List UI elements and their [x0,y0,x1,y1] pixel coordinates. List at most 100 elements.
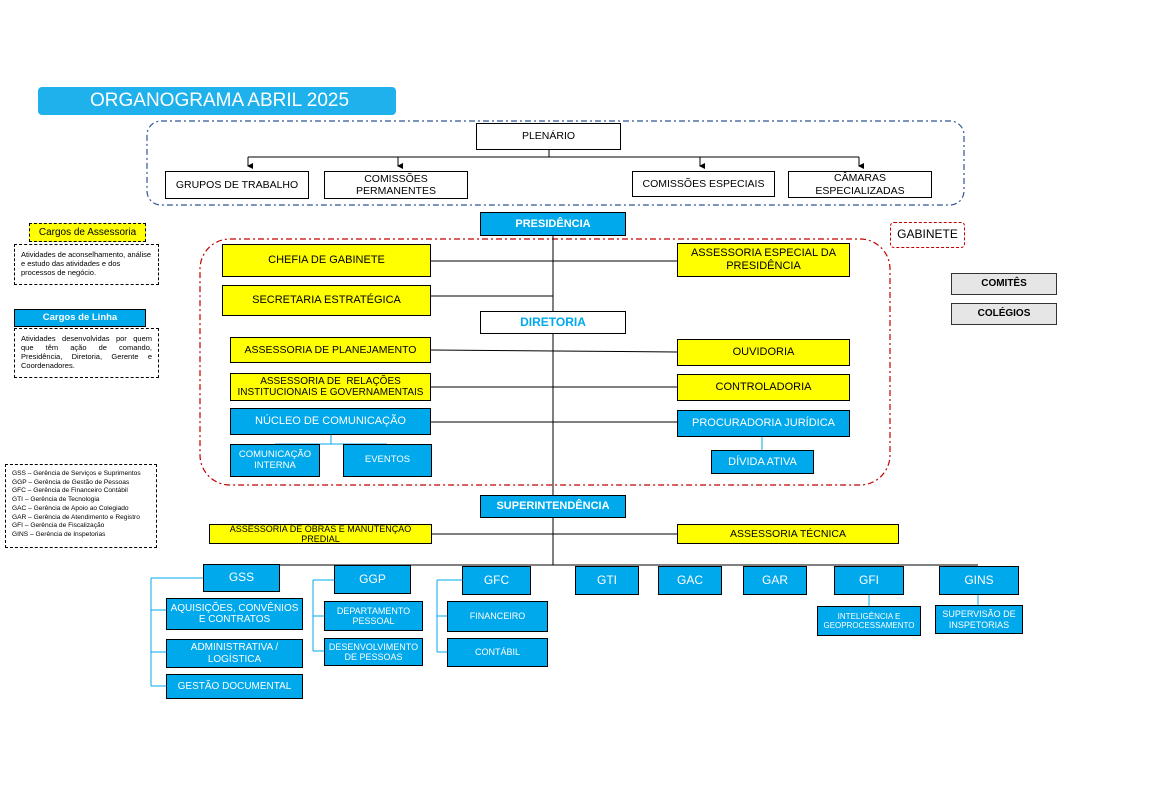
secretaria-estrategica-box[interactable]: SECRETARIA ESTRATÉGICA [222,285,431,316]
abbr-gfc: GFC – Gerência de Financeiro Contábil [12,487,128,495]
gabinete-label: GABINETE [897,227,958,242]
secretaria-estrategica-label: SECRETARIA ESTRATÉGICA [252,294,401,307]
comites-label: COMITÊS [981,278,1027,290]
gfc-box[interactable]: GFC [462,566,531,595]
assessoria-obras-label: ASSESSORIA DE OBRAS E MANUTENÇÃO PREDIAL [229,523,412,544]
plenario-label: PLENÁRIO [521,130,576,143]
comissoes-permanentes-box[interactable]: COMISSÕES PERMANENTES [324,171,468,199]
procuradoria-juridica-box[interactable]: PROCURADORIA JURÍDICA [677,410,850,437]
gestao-documental-label: GESTÃO DOCUMENTAL [177,680,292,692]
comites-box[interactable]: COMITÊS [951,273,1057,295]
gac-box[interactable]: GAC [658,566,722,595]
superintendencia-box[interactable]: SUPERINTENDÊNCIA [480,495,626,518]
financeiro-box[interactable]: FINANCEIRO [447,601,548,632]
assessoria-relacoes-label: ASSESSORIA DE RELAÇÕES INSTITUCIONAIS E … [237,375,424,399]
controladoria-box[interactable]: CONTROLADORIA [677,374,850,401]
gabinete-group-outline [199,238,891,486]
abbr-gfi: GFI – Gerência de Fiscalização [12,522,105,530]
gins-box[interactable]: GINS [939,566,1019,595]
ggp-label: GGP [359,571,386,586]
ggp-box[interactable]: GGP [334,565,411,594]
presidencia-label: PRESIDÊNCIA [515,217,591,230]
gti-label: GTI [597,572,617,587]
desenvolvimento-pessoas-label: DESENVOLVIMENTO DE PESSOAS [328,641,419,662]
legend-linha-title: Cargos de Linha [14,309,146,327]
assessoria-especial-label: ASSESSORIA ESPECIAL DA PRESIDÊNCIA [690,247,837,272]
chefia-de-gabinete-label: CHEFIA DE GABINETE [268,254,385,267]
plenario-box[interactable]: PLENÁRIO [476,123,621,150]
assessoria-planejamento-label: ASSESSORIA DE PLANEJAMENTO [244,343,417,356]
inteligencia-label: INTELIGÊNCIA E GEOPROCESSAMENTO [823,611,915,630]
gfc-label: GFC [483,572,510,587]
page-title: ORGANOGRAMA ABRIL 2025 [90,90,350,111]
abbr-gss: GSS – Gerência de Serviços e Suprimentos [12,470,141,477]
abbr-gti: GTI – Gerência de Tecnologia [12,496,100,504]
comissoes-especiais-box[interactable]: COMISSÕES ESPECIAIS [632,171,775,197]
superintendencia-label: SUPERINTENDÊNCIA [496,500,610,513]
presidencia-box[interactable]: PRESIDÊNCIA [480,212,626,236]
gac-label: GAC [676,572,703,587]
legend-assessoria-desc-text: Atividades de aconselhamento, análise e … [21,250,152,277]
gss-box[interactable]: GSS [203,564,280,592]
legend-assessoria-desc: Atividades de aconselhamento, análise e … [14,244,159,285]
gar-label: GAR [761,572,788,587]
chefia-de-gabinete-box[interactable]: CHEFIA DE GABINETE [222,244,431,277]
assessoria-tecnica-label: ASSESSORIA TÉCNICA [730,527,846,540]
assessoria-obras-box[interactable]: ASSESSORIA DE OBRAS E MANUTENÇÃO PREDIAL [209,524,432,544]
legend-abbreviations: GSS – Gerência de Serviços e Suprimentos… [5,464,157,548]
ouvidoria-label: OUVIDORIA [732,346,795,359]
eventos-box[interactable]: EVENTOS [343,444,432,477]
departamento-pessoal-label: DEPARTAMENTO PESSOAL [336,605,411,626]
contabil-label: CONTÁBIL [474,647,520,658]
administrativa-label: ADMINISTRATIVA / LOGÍSTICA [190,642,279,665]
grupos-de-trabalho-label: GRUPOS DE TRABALHO [175,178,299,191]
administrativa-box[interactable]: ADMINISTRATIVA / LOGÍSTICA [166,639,303,668]
grupos-de-trabalho-box[interactable]: GRUPOS DE TRABALHO [165,171,309,199]
legend-assessoria-title-text: Cargos de Assessoria [38,226,137,238]
abbr-gins: GINS – Gerência de Inspetorias [12,530,106,538]
gestao-documental-box[interactable]: GESTÃO DOCUMENTAL [166,674,303,699]
title-banner: ORGANOGRAMA ABRIL 2025 [38,87,396,115]
assessoria-relacoes-box[interactable]: ASSESSORIA DE RELAÇÕES INSTITUCIONAIS E … [230,373,431,401]
supervisao-inspetorias-label: SUPERVISÃO DE INSPETORIAS [942,609,1016,630]
divida-ativa-label: DÍVIDA ATIVA [728,455,797,468]
assessoria-tecnica-box[interactable]: ASSESSORIA TÉCNICA [677,524,899,544]
camaras-especializadas-label: CÂMARAS ESPECIALIZADAS [815,172,905,197]
camaras-especializadas-box[interactable]: CÂMARAS ESPECIALIZADAS [788,171,932,198]
abbr-gac: GAC – Gerência de Apoio ao Colegiado [12,504,129,512]
abbr-ggp: GGP – Gerência de Gestão de Pessoas [12,478,130,486]
departamento-pessoal-box[interactable]: DEPARTAMENTO PESSOAL [324,601,423,631]
aquisicoes-box[interactable]: AQUISIÇÕES, CONVÊNIOS E CONTRATOS [166,598,303,630]
aquisicoes-label: AQUISIÇÕES, CONVÊNIOS E CONTRATOS [170,602,299,626]
comissoes-permanentes-label: COMISSÕES PERMANENTES [356,172,436,197]
gar-box[interactable]: GAR [743,566,807,595]
contabil-box[interactable]: CONTÁBIL [447,638,548,667]
divida-ativa-box[interactable]: DÍVIDA ATIVA [711,450,814,474]
assessoria-especial-box[interactable]: ASSESSORIA ESPECIAL DA PRESIDÊNCIA [677,243,850,277]
nucleo-comunicacao-box[interactable]: NÚCLEO DE COMUNICAÇÃO [230,408,431,435]
gss-label: GSS [228,570,255,585]
financeiro-label: FINANCEIRO [469,611,526,622]
gabinete-label-box: GABINETE [890,222,965,248]
colegios-label: COLÉGIOS [977,308,1031,320]
legend-assessoria-title: Cargos de Assessoria [29,223,146,242]
controladoria-label: CONTROLADORIA [715,381,812,394]
desenvolvimento-pessoas-box[interactable]: DESENVOLVIMENTO DE PESSOAS [324,638,423,666]
inteligencia-box[interactable]: INTELIGÊNCIA E GEOPROCESSAMENTO [817,606,921,636]
plenario-group-outline [146,120,965,206]
ouvidoria-box[interactable]: OUVIDORIA [677,339,850,366]
supervisao-inspetorias-box[interactable]: SUPERVISÃO DE INSPETORIAS [935,605,1023,634]
legend-linha-desc: Atividades desenvolvidas por quem que tê… [14,328,159,378]
colegios-box[interactable]: COLÉGIOS [951,303,1057,325]
gti-box[interactable]: GTI [575,566,639,595]
assessoria-planejamento-box[interactable]: ASSESSORIA DE PLANEJAMENTO [230,337,431,363]
legend-linha-desc-text: Atividades desenvolvidas por quem que tê… [21,334,152,370]
gins-label: GINS [964,572,994,587]
gfi-box[interactable]: GFI [834,566,904,595]
comissoes-especiais-label: COMISSÕES ESPECIAIS [642,177,765,190]
comunicacao-interna-box[interactable]: COMUNICAÇÃO INTERNA [230,444,320,477]
diretoria-box[interactable]: DIRETORIA [480,311,626,334]
eventos-label: EVENTOS [364,454,411,466]
legend-linha-title-text: Cargos de Linha [42,311,118,323]
